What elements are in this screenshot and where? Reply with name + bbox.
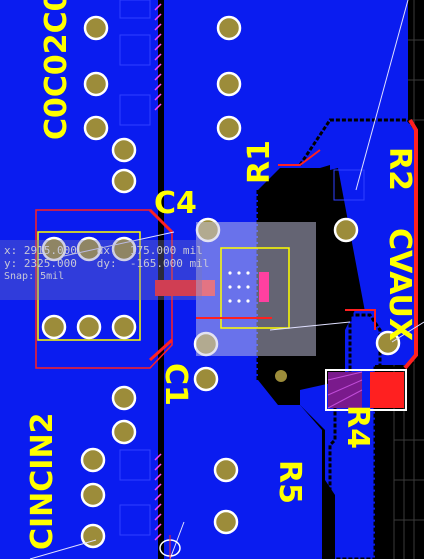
ic-outline xyxy=(220,247,290,329)
label-cvaux: CVAUX xyxy=(382,228,417,341)
y-value: 2325.000 xyxy=(23,257,77,270)
component-outline-connector xyxy=(37,231,141,341)
label-r2: R2 xyxy=(382,147,417,191)
trace-r1[interactable] xyxy=(278,149,321,166)
ic-pad xyxy=(259,272,269,302)
label-r4: R4 xyxy=(340,405,375,449)
label-cincin2: CINCIN2 xyxy=(25,412,60,550)
cursor-icon xyxy=(159,535,181,559)
label-c1: C1 xyxy=(158,363,193,406)
readout-x-row: x: 2915.000 dx: 175.000 mil xyxy=(4,244,203,257)
trace-c4[interactable] xyxy=(148,208,174,234)
ratsnest-lines xyxy=(29,0,424,559)
trace-c1[interactable] xyxy=(148,338,174,362)
coordinate-readout: x: 2915.000 dx: 175.000 mil y: 2325.000 … xyxy=(0,240,210,300)
readout-y-row: y: 2325.000 dy: -165.000 mil xyxy=(4,257,210,270)
snap-setting: Snap: 5mil xyxy=(4,271,65,282)
ic-pins xyxy=(228,271,250,303)
trace-cvaux[interactable] xyxy=(345,309,376,330)
x-value: 2915.000 xyxy=(23,244,77,257)
trace-right[interactable] xyxy=(403,118,418,370)
dy-value: -165.000 mil xyxy=(129,257,210,270)
r4-resistor[interactable] xyxy=(325,369,407,411)
label-r1: R1 xyxy=(242,140,277,184)
label-r5: R5 xyxy=(272,460,307,504)
label-c4: C4 xyxy=(154,186,197,221)
copper-pour-middle[interactable] xyxy=(164,0,408,559)
keepout-hatch xyxy=(154,3,162,541)
component-outlines xyxy=(119,0,365,536)
selection-box[interactable] xyxy=(196,222,316,356)
label-c0c02c0: C0C02C0 xyxy=(39,0,74,140)
dx-value: 175.000 mil xyxy=(129,244,203,257)
